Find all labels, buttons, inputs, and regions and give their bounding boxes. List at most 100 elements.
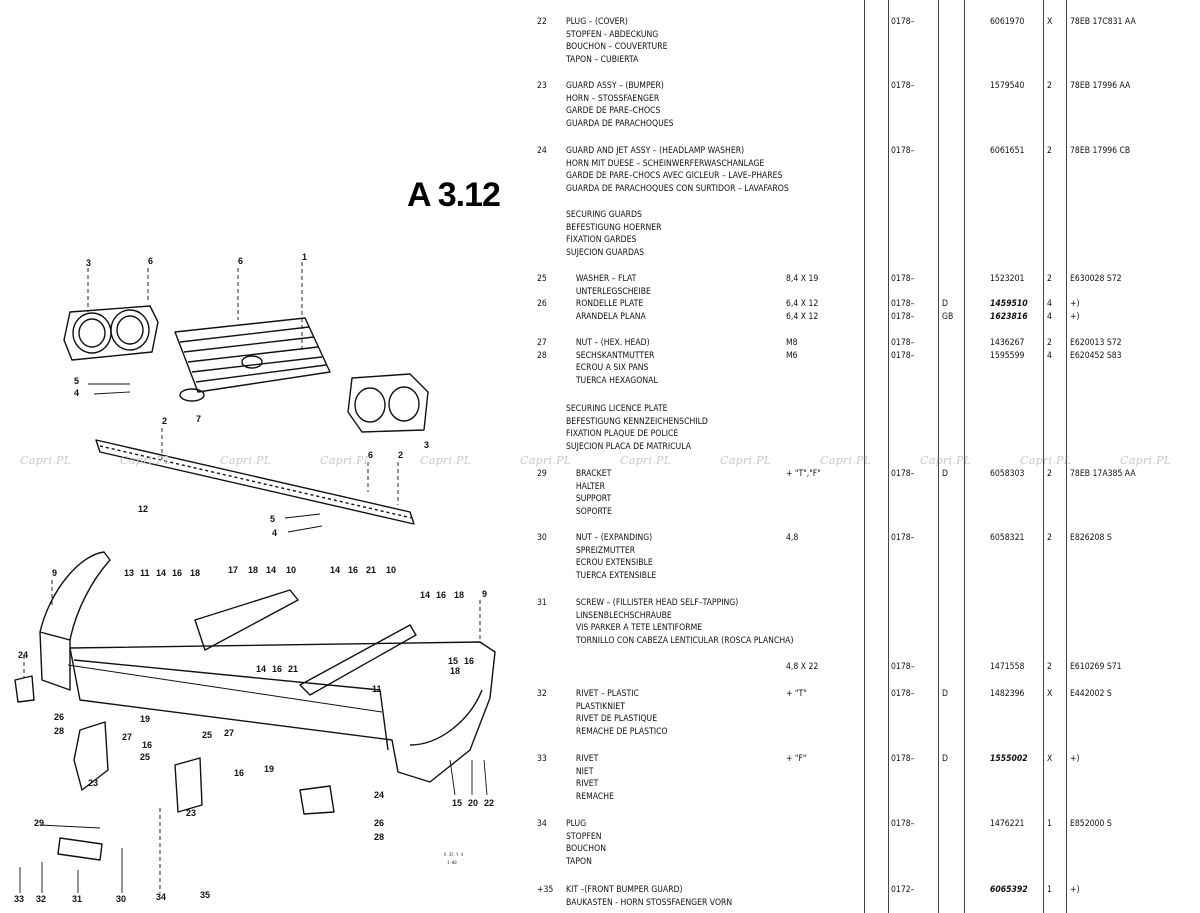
engineering-number: +) [1070, 299, 1080, 309]
quantity: 4 [1047, 351, 1052, 361]
column-divider [964, 0, 965, 913]
callout-number: 5 [74, 376, 79, 386]
callout-number: 18 [248, 565, 258, 575]
exploded-parts-diagram: A 3.12 [0, 0, 540, 913]
callout-number: 11 [140, 568, 150, 578]
callout-number: 16 [348, 565, 358, 575]
callout-number: 16 [234, 768, 244, 778]
date-code: 0172– [891, 885, 915, 895]
watermark-text: Capri.PL [420, 454, 472, 467]
callout-number: 6 [368, 450, 373, 460]
quantity: 1 [1047, 885, 1052, 895]
variant-code: D [942, 689, 948, 699]
date-code: 0178– [891, 274, 915, 284]
callout-number: 33 [14, 894, 24, 904]
callout-number: 34 [156, 892, 166, 902]
callout-number: 18 [190, 568, 200, 578]
callout-number: 3 [86, 258, 91, 268]
callout-number: 15 [448, 656, 458, 666]
date-code: 0178– [891, 819, 915, 829]
part-number: 1595599 [990, 351, 1025, 361]
part-description: NUT – (HEX. HEAD) SECHSKANTMUTTER ECROU … [575, 338, 658, 386]
callout-number: 14 [420, 590, 430, 600]
callout-number: 20 [468, 798, 478, 808]
quantity: 4 [1047, 312, 1052, 322]
part-number: 1523201 [990, 274, 1025, 284]
watermark-text: Capri.PL [820, 454, 872, 467]
ref-number: 33 [537, 754, 547, 764]
callout-number: 35 [200, 890, 210, 900]
callout-number: 24 [18, 650, 28, 660]
drawing-code-line-2: 1-00 [447, 860, 457, 865]
part-spec: 6,4 X 12 [786, 299, 819, 309]
ref-number: 34 [537, 819, 547, 829]
watermark-text: Capri.PL [320, 454, 372, 467]
bumper-bracket-right [299, 624, 417, 696]
watermark-text: Capri.PL [1120, 454, 1172, 467]
callout-number: 11 [372, 684, 382, 694]
part-number: 6058303 [990, 469, 1025, 479]
callout-number: 10 [386, 565, 396, 575]
callout-number: 7 [196, 414, 201, 424]
variant-code: D [942, 469, 948, 479]
part-description: SECURING GUARDS BEFESTIGUNG HOERNER FIXA… [566, 210, 662, 258]
watermark-text: Capri.PL [920, 454, 972, 467]
callout-number: 32 [36, 894, 46, 904]
bumper-bracket-left [194, 589, 299, 651]
quantity: 2 [1047, 469, 1052, 479]
quantity: 1 [1047, 819, 1052, 829]
lower-grille-strip [95, 439, 415, 525]
callout-number: 16 [464, 656, 474, 666]
part-number: 1476221 [990, 819, 1025, 829]
callout-number: 12 [138, 504, 148, 514]
callout-number: 25 [202, 730, 212, 740]
callout-number: 28 [54, 726, 64, 736]
ref-number: 27 [537, 338, 547, 348]
callout-number: 6 [148, 256, 153, 266]
part-description: SECURING LICENCE PLATE BEFESTIGUNG KENNZ… [566, 404, 708, 452]
callout-number: 2 [162, 416, 167, 426]
part-spec: 8,4 X 19 [786, 274, 819, 284]
part-description: SCREW – (FILLISTER HEAD SELF–TAPPING) LI… [575, 598, 794, 646]
quantity: X [1047, 689, 1053, 699]
engineering-number: E620452 S83 [1070, 351, 1122, 361]
callout-number: 3 [424, 440, 429, 450]
part-description: BRACKET HALTER SUPPORT SOPORTE [575, 469, 612, 517]
clip-right [299, 785, 335, 815]
date-code: 0178– [891, 754, 915, 764]
callout-number: 15 [452, 798, 462, 808]
callout-number: 19 [264, 764, 274, 774]
page-code: A 3.12 [407, 176, 501, 214]
part-number: 1436267 [990, 338, 1025, 348]
variant-code: D [942, 754, 948, 764]
ref-number: 30 [537, 533, 547, 543]
watermark-text: Capri.PL [120, 454, 172, 467]
engineering-number: E610269 S71 [1070, 662, 1122, 672]
part-spec: 4,8 X 22 [786, 662, 819, 672]
quantity: 2 [1047, 274, 1052, 284]
date-code: 0178– [891, 338, 915, 348]
ref-number: +35 [537, 885, 554, 895]
date-code: 0178– [891, 469, 915, 479]
engineering-number: 78EB 17C831 AA [1070, 17, 1136, 27]
bumper-guard-left [73, 721, 109, 791]
ref-number: 25 [537, 274, 547, 284]
callout-number: 31 [72, 894, 82, 904]
part-description: RIVET NIET RIVET REMACHE [575, 754, 614, 802]
date-code: 0178– [891, 146, 915, 156]
part-number: 6058321 [990, 533, 1025, 543]
date-code: 0178– [891, 81, 915, 91]
part-spec: + "T" [786, 689, 807, 699]
quantity: 2 [1047, 81, 1052, 91]
column-divider [938, 0, 939, 913]
column-divider [1066, 0, 1067, 913]
date-code: 0178– [891, 662, 915, 672]
callout-number: 5 [270, 514, 275, 524]
callout-number: 27 [122, 732, 132, 742]
watermark-text: Capri.PL [520, 454, 572, 467]
part-number: 1579540 [990, 81, 1025, 91]
quantity: 4 [1047, 299, 1052, 309]
callout-number: 18 [450, 666, 460, 676]
engineering-number: +) [1070, 754, 1080, 764]
ref-number: 28 [537, 351, 547, 361]
